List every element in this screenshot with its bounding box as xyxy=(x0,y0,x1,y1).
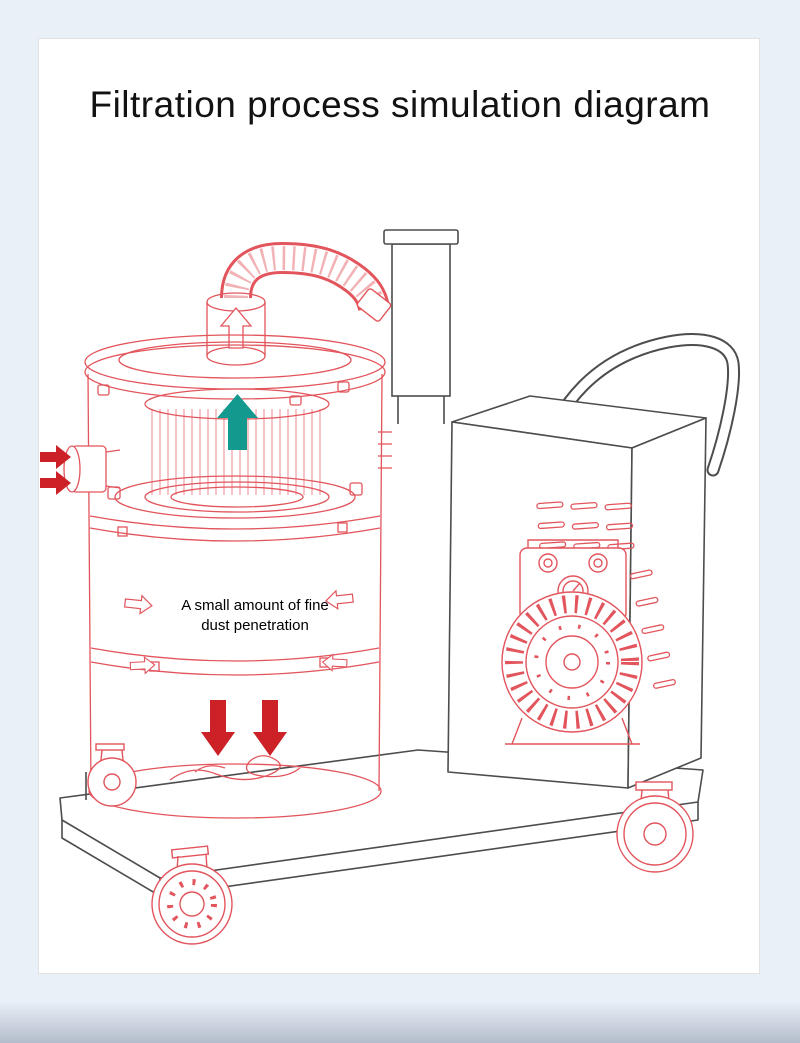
pipe-up-arrow xyxy=(219,306,253,349)
fine-dust-label: A small amount of fine dust penetration xyxy=(146,596,364,637)
cart-handle xyxy=(531,333,741,477)
fine-dust-label-line2: dust penetration xyxy=(201,617,309,635)
fine-dust-label-line1: A small amount of fine xyxy=(181,597,329,614)
suction-hose xyxy=(220,241,392,322)
exhaust-stack xyxy=(378,229,459,469)
caster-left-small xyxy=(87,743,137,807)
dust-squiggle xyxy=(169,755,301,781)
caster-right xyxy=(616,781,694,873)
page-title: Filtration process simulation diagram xyxy=(89,84,711,125)
dust-fall-arrows xyxy=(201,700,287,756)
inlet-fitting xyxy=(63,445,121,493)
blower-motor xyxy=(501,539,643,745)
dust-inlet-arrows xyxy=(40,445,71,495)
fine-dust-inward-arrows xyxy=(123,589,354,675)
casters xyxy=(87,743,694,945)
bottom-shadow xyxy=(0,1001,800,1043)
caster-front-large xyxy=(151,845,233,945)
collection-drum xyxy=(63,292,386,819)
clean-air-up-arrow xyxy=(217,394,258,450)
